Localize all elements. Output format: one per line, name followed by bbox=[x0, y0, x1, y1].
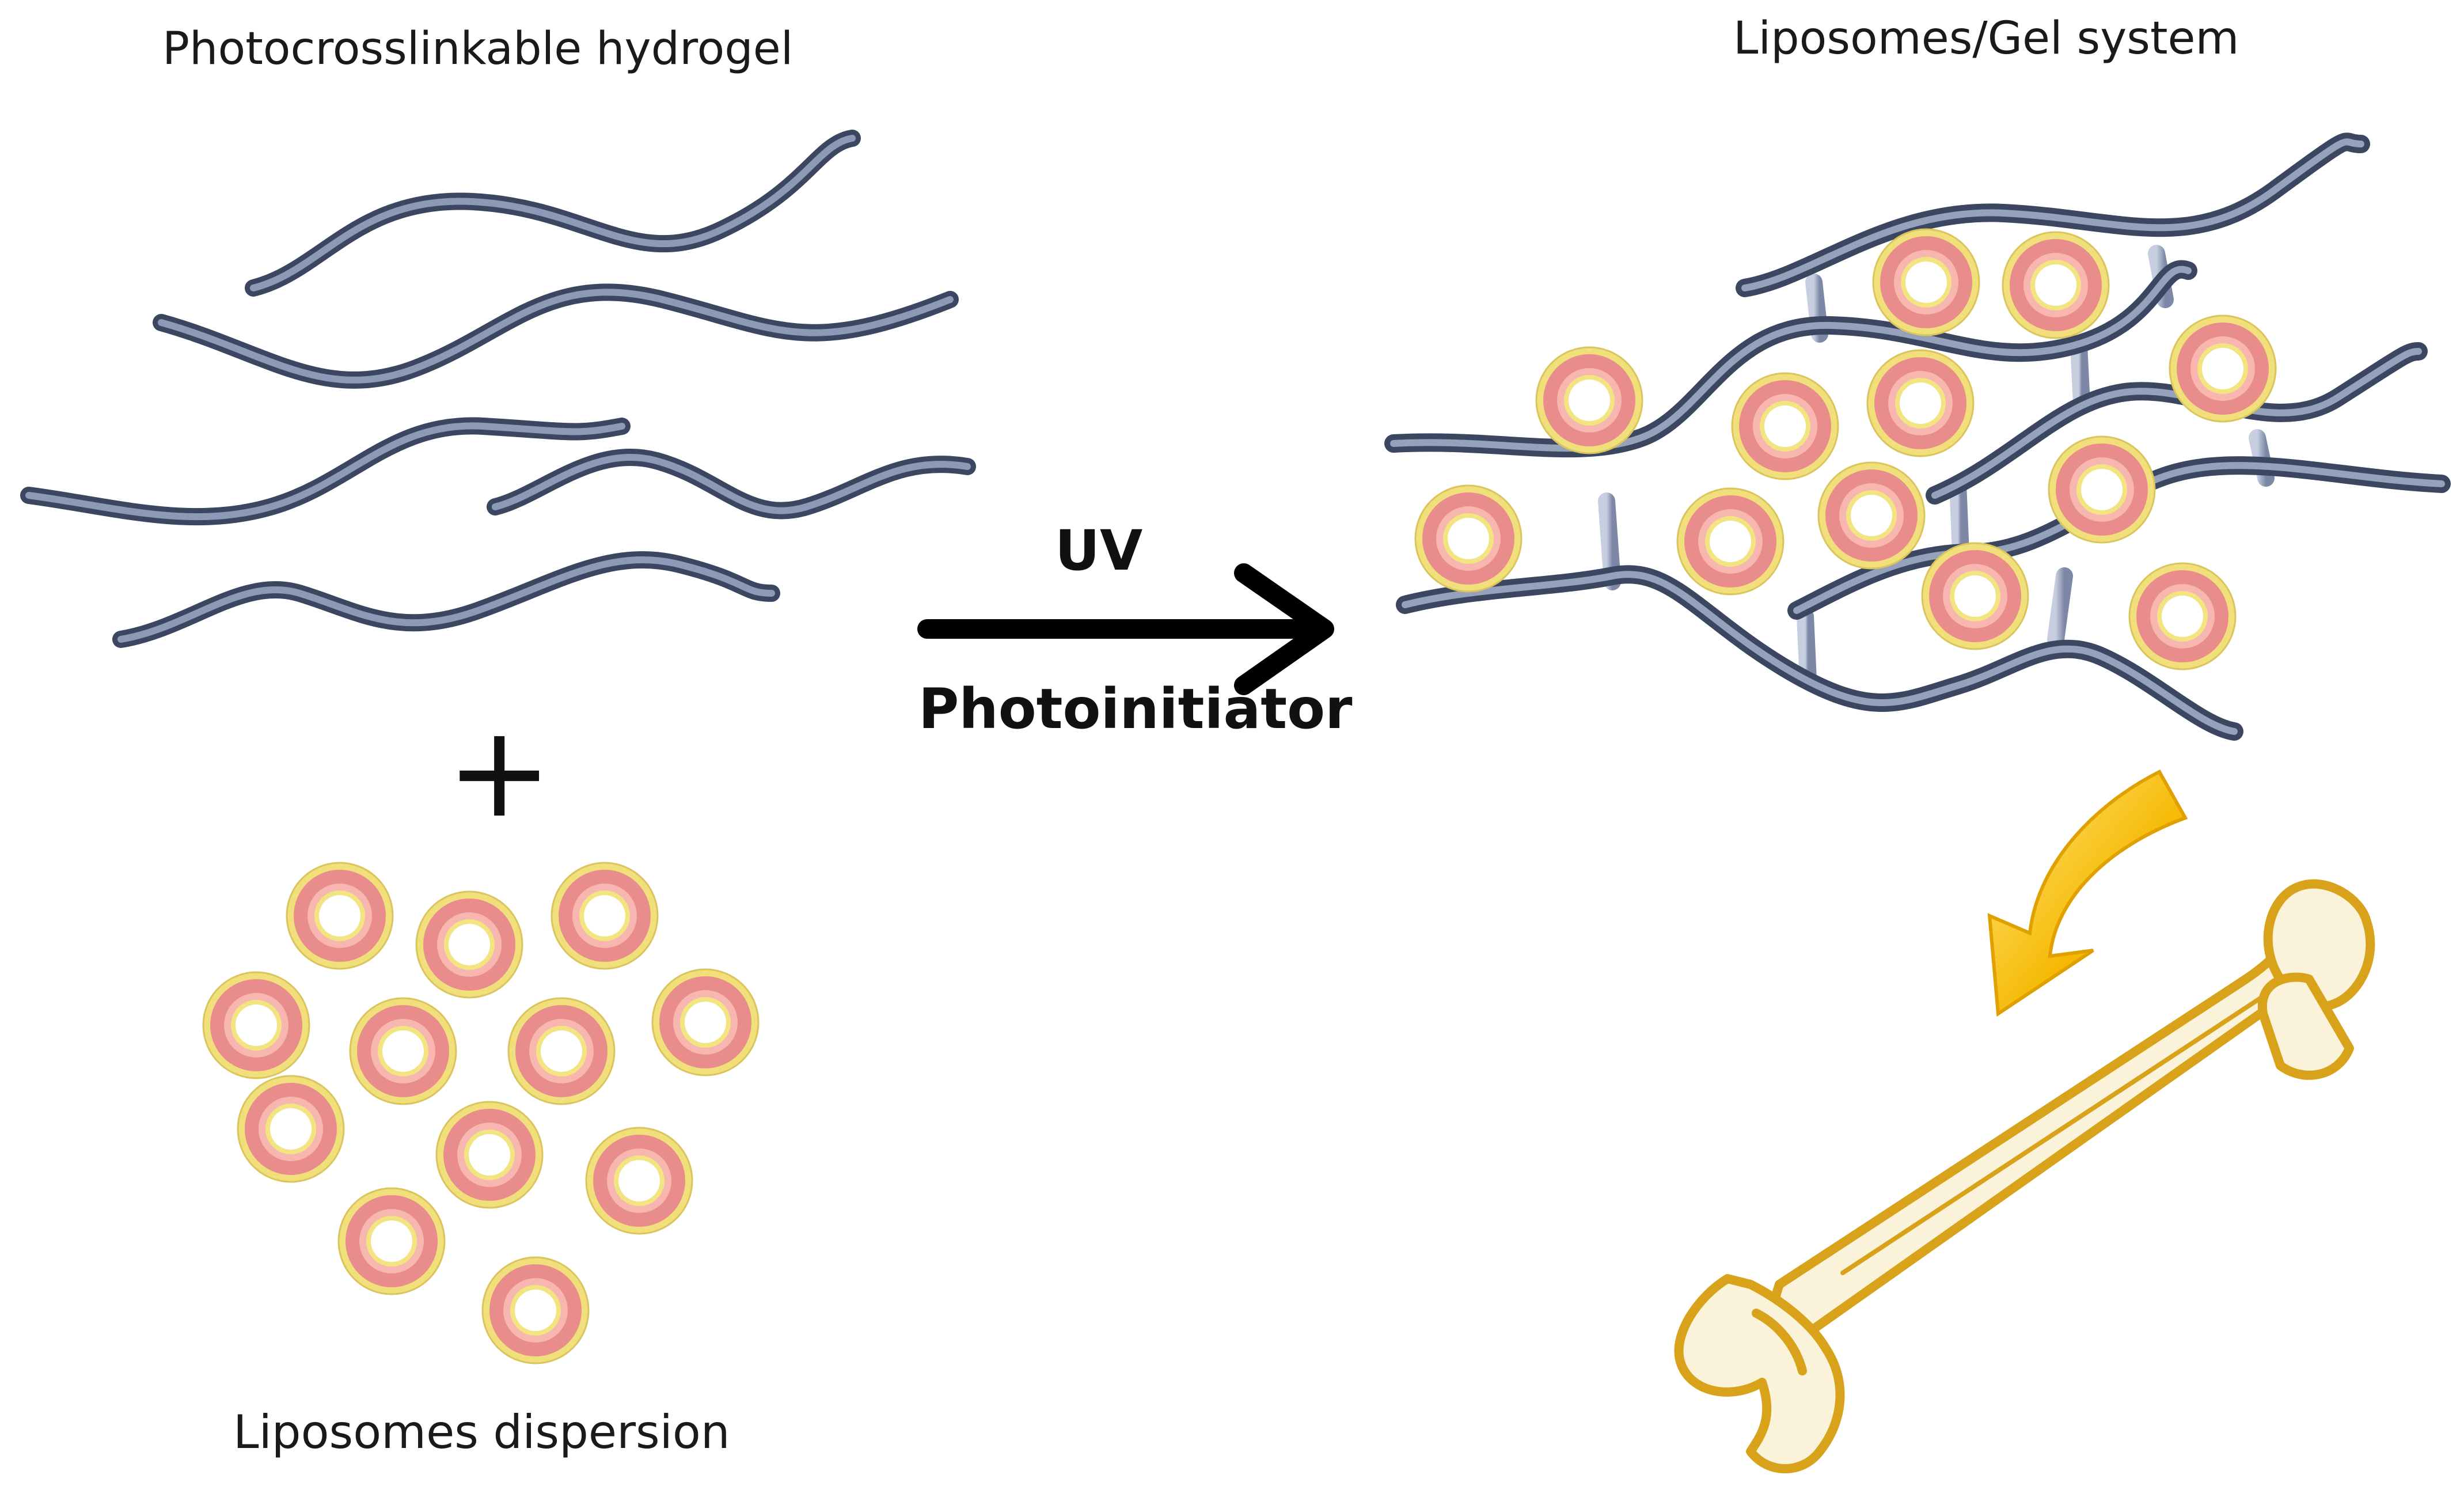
liposome bbox=[1872, 228, 1980, 336]
arrow-right-icon bbox=[917, 563, 1334, 695]
liposome bbox=[1731, 372, 1839, 480]
liposome bbox=[1676, 487, 1785, 596]
photoinitiator-label: Photoinitiator bbox=[918, 677, 1353, 741]
liposome bbox=[550, 862, 659, 970]
liposome bbox=[1535, 346, 1643, 454]
liposome bbox=[2048, 435, 2156, 544]
liposome bbox=[1817, 461, 1926, 570]
liposome bbox=[507, 997, 616, 1105]
strand-1 bbox=[245, 130, 861, 297]
strand-4 bbox=[487, 449, 976, 520]
liposome bbox=[481, 1256, 590, 1364]
femur-bone-icon bbox=[1674, 879, 2375, 1473]
strand-2 bbox=[153, 283, 959, 389]
liposome bbox=[1414, 484, 1523, 593]
liposome bbox=[435, 1101, 544, 1209]
liposome bbox=[337, 1187, 446, 1295]
hydrogel-label: Photocrosslinkable hydrogel bbox=[162, 23, 794, 75]
liposome bbox=[2169, 314, 2277, 423]
strand-5 bbox=[112, 551, 780, 648]
strand-3 bbox=[20, 417, 631, 526]
curved-arrow-icon bbox=[1987, 769, 2188, 1017]
liposome bbox=[2002, 231, 2110, 339]
liposome bbox=[585, 1127, 693, 1235]
plus-sign: + bbox=[446, 698, 553, 846]
liposome bbox=[349, 997, 457, 1105]
dispersion-label: Liposomes dispersion bbox=[233, 1405, 730, 1459]
liposome bbox=[202, 971, 310, 1079]
uv-label: UV bbox=[1055, 518, 1143, 583]
liposome bbox=[237, 1075, 345, 1183]
liposome bbox=[2128, 562, 2237, 670]
gel-system-label: Liposomes/Gel system bbox=[1733, 13, 2239, 65]
liposome bbox=[1866, 349, 1975, 457]
liposome bbox=[286, 862, 394, 970]
hydrogel-strands bbox=[20, 130, 976, 648]
liposome bbox=[651, 968, 760, 1076]
liposome bbox=[415, 890, 523, 999]
liposome bbox=[1921, 542, 2029, 650]
liposome-dispersion bbox=[202, 862, 760, 1364]
